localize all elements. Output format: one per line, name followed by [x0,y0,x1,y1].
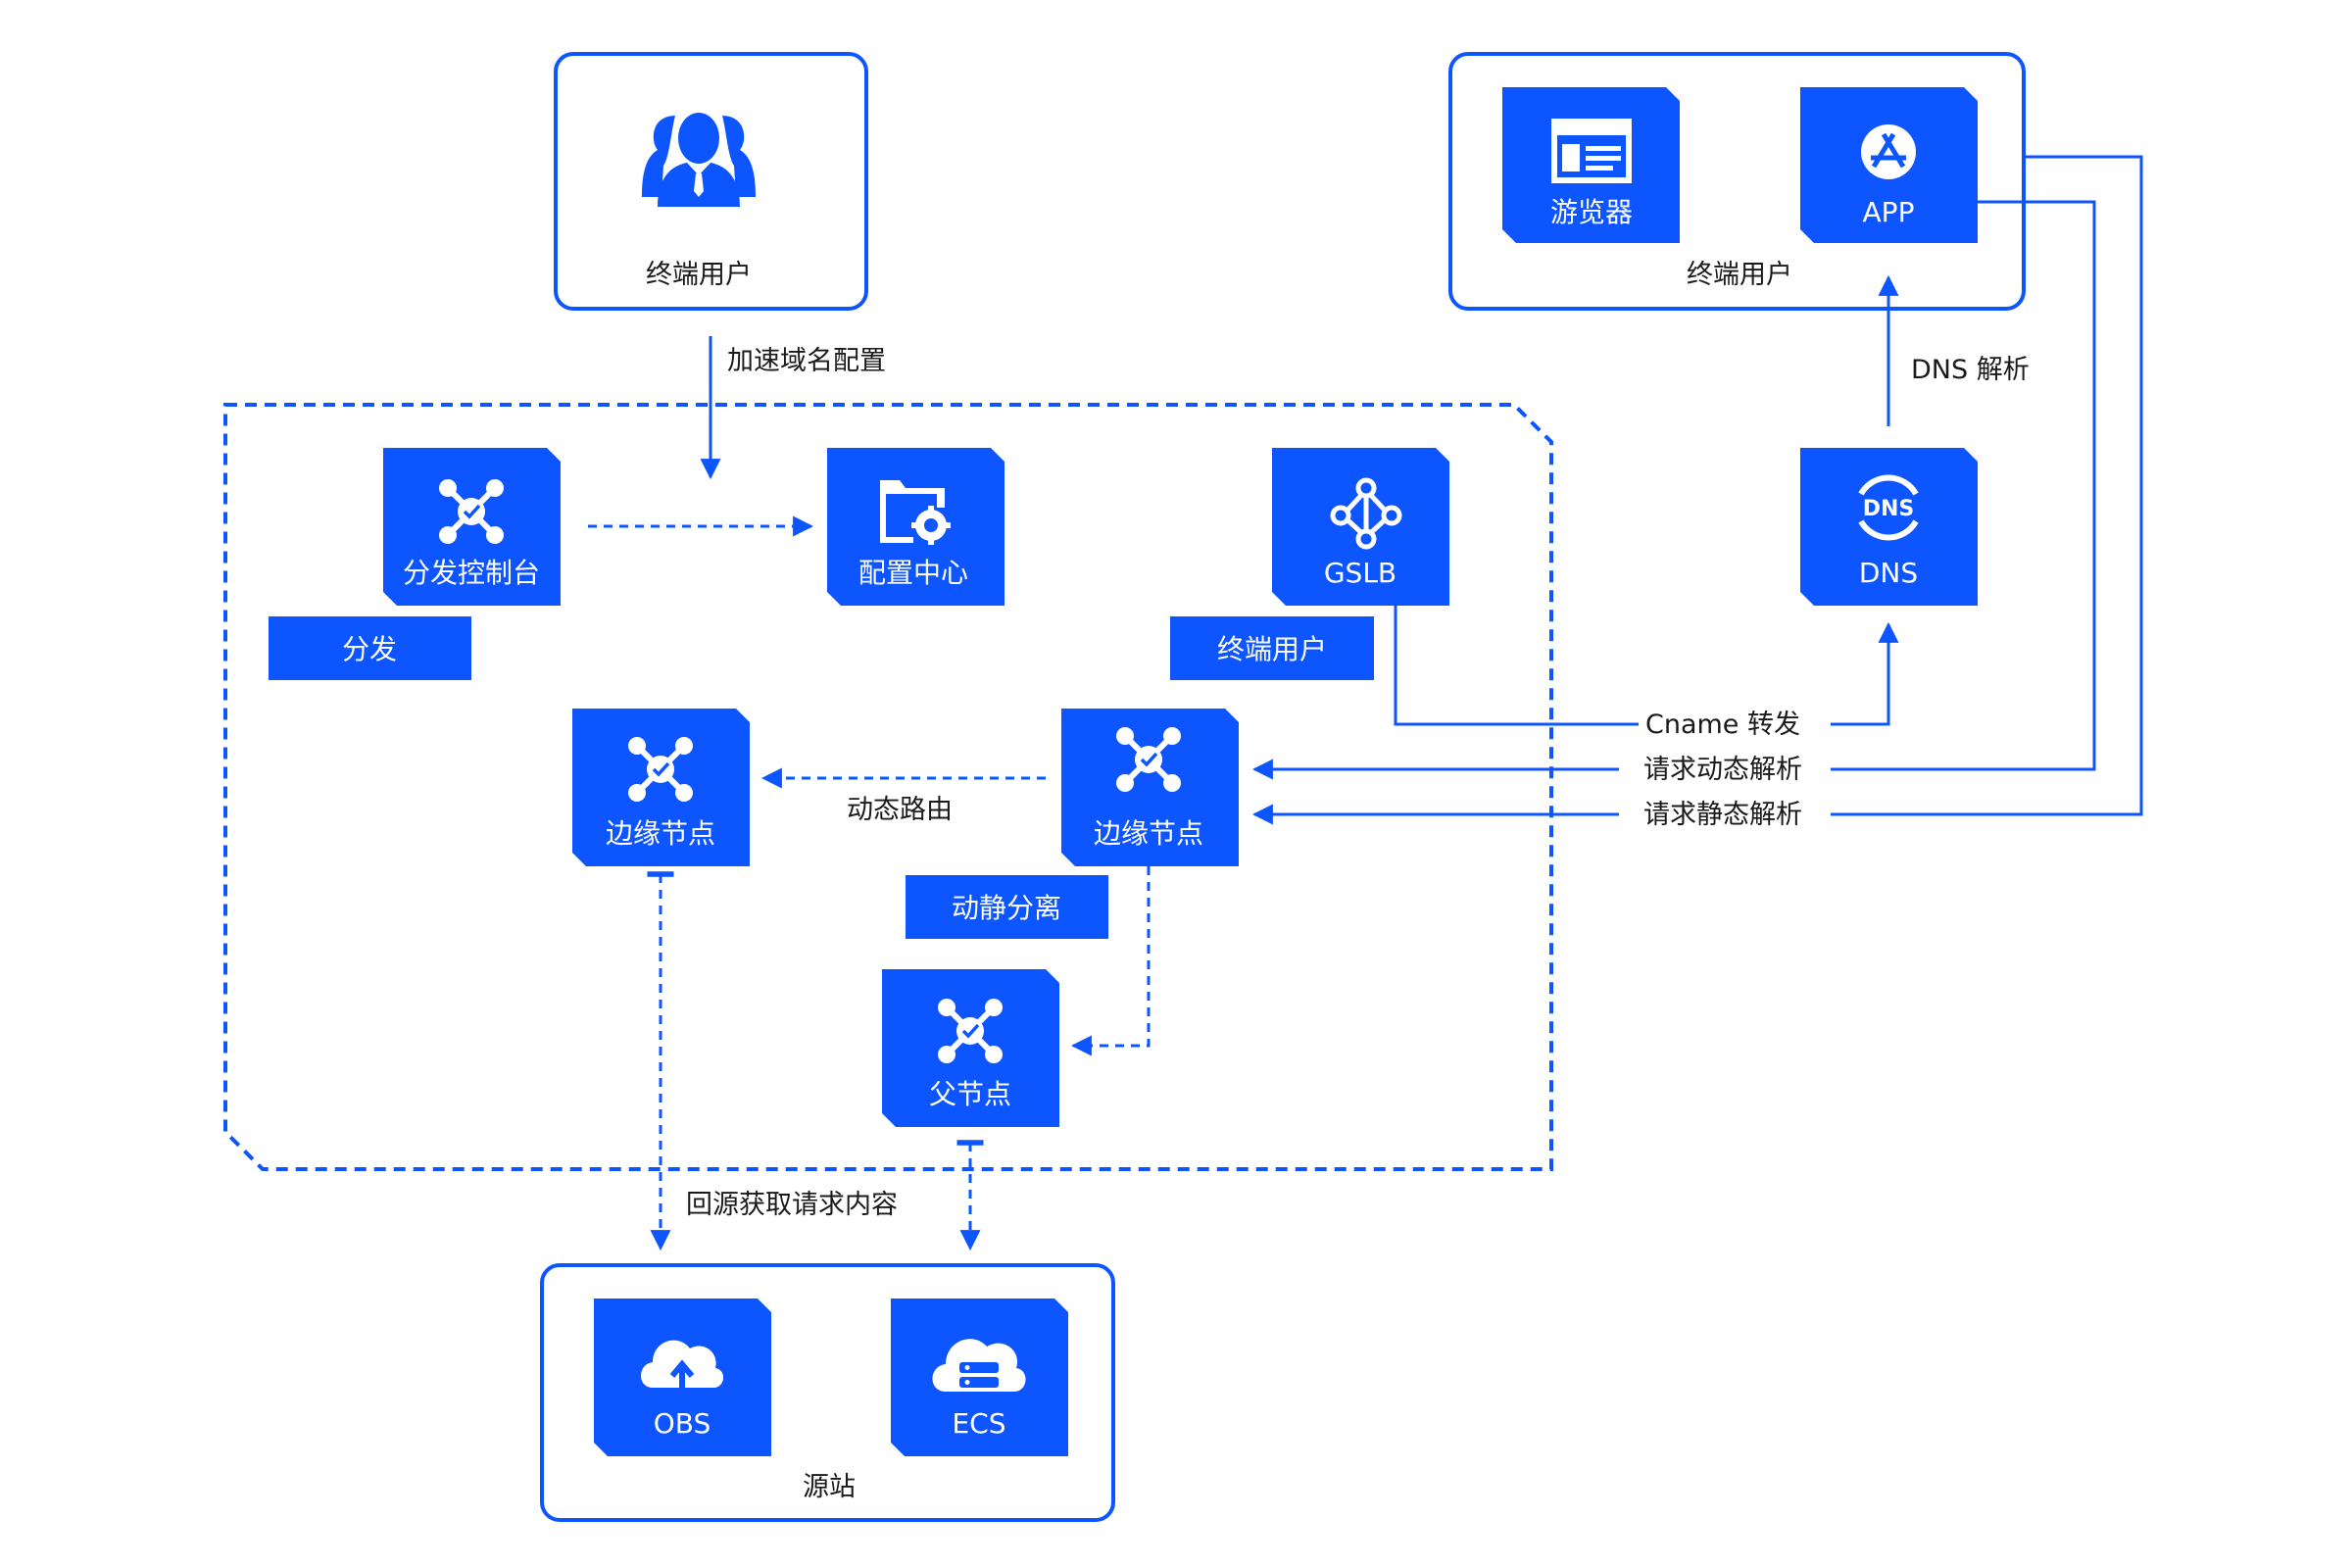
obs-label: OBS [654,1407,711,1440]
edge-cname-forward [1394,606,1639,726]
browser-window-icon [1551,119,1632,183]
dns-node [1800,448,1978,606]
edge-dynamic-request [1831,200,2096,771]
end-user-right-box [1448,52,2026,311]
gslb-node [1272,448,1449,606]
tag-dynamic-static [906,875,1108,939]
svg-text:DNS: DNS [1863,497,1915,521]
edge-static-request-label: 请求静态解析 [1643,800,1802,830]
tag-end-user-label: 终端用户 [1217,633,1327,665]
app-label: APP [1863,196,1915,228]
edge-node-right [1061,709,1239,866]
cloud-upload-icon [641,1340,724,1392]
edge-cname-label: Cname 转发 [1645,710,1800,740]
browser-tile [1502,87,1680,243]
edge-origin-fetch-label: 回源获取请求内容 [686,1190,898,1220]
cdn-region-boundary [223,403,1553,1171]
end-user-right-label: 终端用户 [1687,260,1792,290]
tag-distribute [269,616,471,680]
edge-static-request [1831,155,2143,816]
ecs-label: ECS [952,1407,1005,1440]
tag-end-user [1170,616,1374,680]
dns-label: DNS [1859,557,1918,589]
origin-box [540,1263,1115,1522]
edge-dynamic-request-label: 请求动态解析 [1643,755,1802,785]
edge-dns-resolve-label: DNS 解析 [1911,355,2030,385]
browser-label: 游览器 [1550,196,1633,228]
edge-node-left [572,709,750,866]
parent-node-label: 父节点 [929,1078,1011,1110]
app-store-icon [1861,124,1916,179]
parent-node [882,969,1059,1127]
config-center-label: 配置中心 [858,557,968,589]
hierarchy-icon [1330,477,1402,550]
origin-label: 源站 [803,1472,856,1502]
end-user-top-box [554,52,868,311]
edge-node-left-label: 边缘节点 [606,817,715,850]
dns-globe-icon: DNS [1858,474,1919,541]
gslb-label: GSLB [1324,557,1396,589]
console-node [383,448,561,606]
folder-gear-icon [880,480,951,545]
edge-cname-forward-b [1831,621,1899,726]
end-user-top-label: 终端用户 [646,260,752,290]
cloud-server-icon [932,1339,1026,1392]
edge-edge-to-parent [1070,866,1151,1056]
edge-node-right-label: 边缘节点 [1094,817,1203,850]
console-label: 分发控制台 [403,557,540,589]
edge-dynamic-route-label: 动态路由 [847,795,953,825]
tag-distribute-label: 分发 [342,633,397,665]
users-icon [642,113,756,207]
tag-dynamic-static-label: 动静分离 [952,892,1061,924]
edge-domain-config-label: 加速域名配置 [727,346,886,376]
